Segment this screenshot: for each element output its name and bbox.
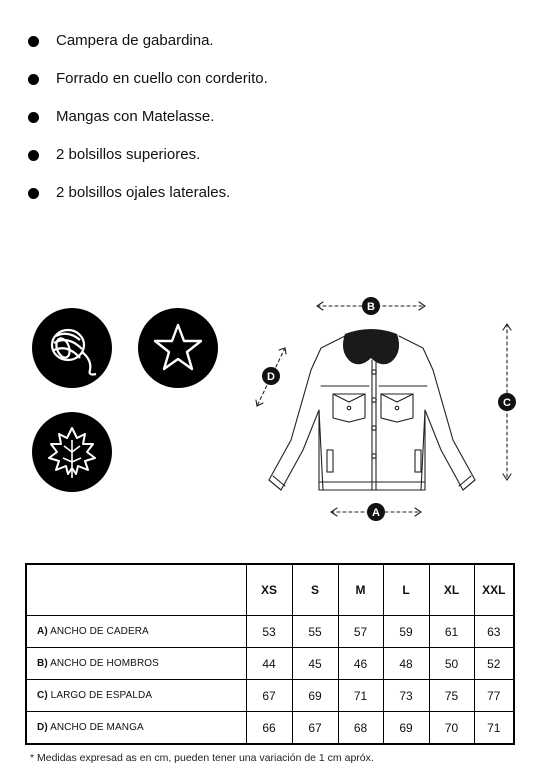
feature-text: Mangas con Matelasse. [56,108,215,125]
bullet-icon [28,36,39,47]
feature-text: 2 bolsillos superiores. [56,146,201,163]
bullet-icon [28,150,39,161]
bullet-icon [28,112,39,123]
feature-item: Campera de gabardina. [28,30,268,68]
size-header: XL [428,563,475,616]
table-row: A) ANCHO DE CADERA 53 55 57 59 61 63 [25,615,515,648]
table-cell: 53 [245,615,293,648]
table-cell: 71 [473,711,515,745]
table-cell: 45 [291,647,339,680]
table-cell: 55 [291,615,339,648]
table-cell: 70 [428,711,475,745]
table-cell: 68 [337,711,384,745]
label-d: D [262,367,280,385]
yarn-icon [32,308,112,388]
corner-cell [25,563,247,616]
feature-item: Mangas con Matelasse. [28,106,268,144]
table-cell: 66 [245,711,293,745]
table-cell: 48 [382,647,430,680]
svg-text:C: C [503,397,511,409]
table-cell: 46 [337,647,384,680]
table-cell: 69 [382,711,430,745]
feature-text: Forrado en cuello con corderito. [56,70,268,87]
leaf-icon [32,412,112,492]
table-cell: 71 [337,679,384,712]
row-label: C) LARGO DE ESPALDA [25,679,247,712]
table-row: C) LARGO DE ESPALDA 67 69 71 73 75 77 [25,679,515,712]
size-header-row: XS S M L XL XXL [25,563,515,616]
feature-item: Forrado en cuello con corderito. [28,68,268,106]
label-a: A [367,503,385,521]
table-cell: 52 [473,647,515,680]
table-cell: 50 [428,647,475,680]
table-cell: 57 [337,615,384,648]
row-label: D) ANCHO DE MANGA [25,711,247,745]
label-c: C [498,393,516,411]
feature-item: 2 bolsillos superiores. [28,144,268,182]
table-cell: 77 [473,679,515,712]
table-cell: 75 [428,679,475,712]
svg-text:D: D [267,371,275,383]
table-cell: 67 [291,711,339,745]
measurement-note: * Medidas expresad as en cm, pueden tene… [30,752,374,764]
table-cell: 73 [382,679,430,712]
size-header: XXL [473,563,515,616]
feature-text: Campera de gabardina. [56,32,214,49]
table-cell: 44 [245,647,293,680]
svg-text:B: B [367,301,375,313]
size-header: M [337,563,384,616]
feature-item: 2 bolsillos ojales laterales. [28,182,268,220]
size-header: L [382,563,430,616]
row-label: A) ANCHO DE CADERA [25,615,247,648]
size-table: XS S M L XL XXL A) ANCHO DE CADERA 53 55… [25,563,515,745]
table-cell: 59 [382,615,430,648]
size-header: XS [245,563,293,616]
table-cell: 67 [245,679,293,712]
bullet-icon [28,74,39,85]
table-cell: 63 [473,615,515,648]
row-label: B) ANCHO DE HOMBROS [25,647,247,680]
table-row: D) ANCHO DE MANGA 66 67 68 69 70 71 [25,711,515,745]
table-row: B) ANCHO DE HOMBROS 44 45 46 48 50 52 [25,647,515,680]
table-cell: 69 [291,679,339,712]
feature-text: 2 bolsillos ojales laterales. [56,184,231,201]
size-header: S [291,563,339,616]
feature-list: Campera de gabardina. Forrado en cuello … [28,30,268,220]
jacket-diagram: B C D A [255,297,516,521]
svg-text:A: A [372,507,380,519]
table-cell: 61 [428,615,475,648]
bullet-icon [28,188,39,199]
star-icon [138,308,218,388]
label-b: B [362,297,380,315]
